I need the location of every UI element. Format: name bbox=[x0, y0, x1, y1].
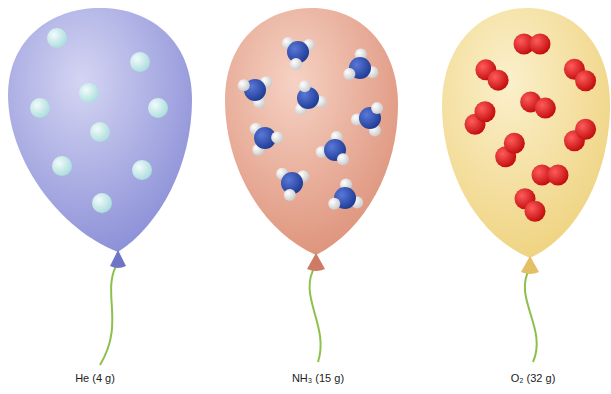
helium-atom bbox=[52, 156, 72, 176]
balloon-string bbox=[525, 268, 537, 362]
helium-atom bbox=[92, 193, 112, 213]
hydrogen-atom bbox=[343, 68, 355, 80]
helium-atom bbox=[132, 160, 152, 180]
oxygen-atom bbox=[488, 70, 509, 91]
oxygen-atom bbox=[474, 101, 495, 122]
helium-atom bbox=[47, 28, 67, 48]
oxygen-atom bbox=[548, 165, 569, 186]
oxygen-atom bbox=[575, 119, 596, 140]
gas-label: O₂ (32 g) bbox=[511, 372, 556, 384]
helium-atom bbox=[79, 83, 99, 103]
balloon-string bbox=[310, 265, 321, 362]
balloon-string bbox=[100, 262, 118, 365]
hydrogen-atom bbox=[284, 189, 296, 201]
helium-atom bbox=[30, 98, 50, 118]
helium-balloon bbox=[8, 8, 192, 252]
gas-label: NH₃ (15 g) bbox=[292, 372, 344, 384]
hydrogen-atom bbox=[238, 79, 250, 91]
hydrogen-atom bbox=[371, 102, 383, 114]
oxygen-balloon bbox=[442, 8, 610, 258]
helium-atom bbox=[90, 122, 110, 142]
balloon-knot bbox=[521, 256, 539, 274]
balloon-knot bbox=[110, 250, 126, 268]
hydrogen-atom bbox=[299, 80, 311, 92]
oxygen-atom bbox=[504, 133, 525, 154]
oxygen-atom bbox=[524, 201, 545, 222]
ammonia-balloon bbox=[225, 8, 398, 255]
balloon-knot bbox=[307, 253, 325, 271]
oxygen-atom bbox=[535, 98, 556, 119]
hydrogen-atom bbox=[337, 153, 349, 165]
helium-atom bbox=[148, 98, 168, 118]
gas-label: He (4 g) bbox=[75, 372, 115, 384]
helium-atom bbox=[130, 52, 150, 72]
hydrogen-atom bbox=[328, 198, 340, 210]
hydrogen-atom bbox=[290, 58, 302, 70]
oxygen-atom bbox=[530, 34, 551, 55]
hydrogen-atom bbox=[271, 131, 283, 143]
oxygen-atom bbox=[575, 70, 596, 91]
